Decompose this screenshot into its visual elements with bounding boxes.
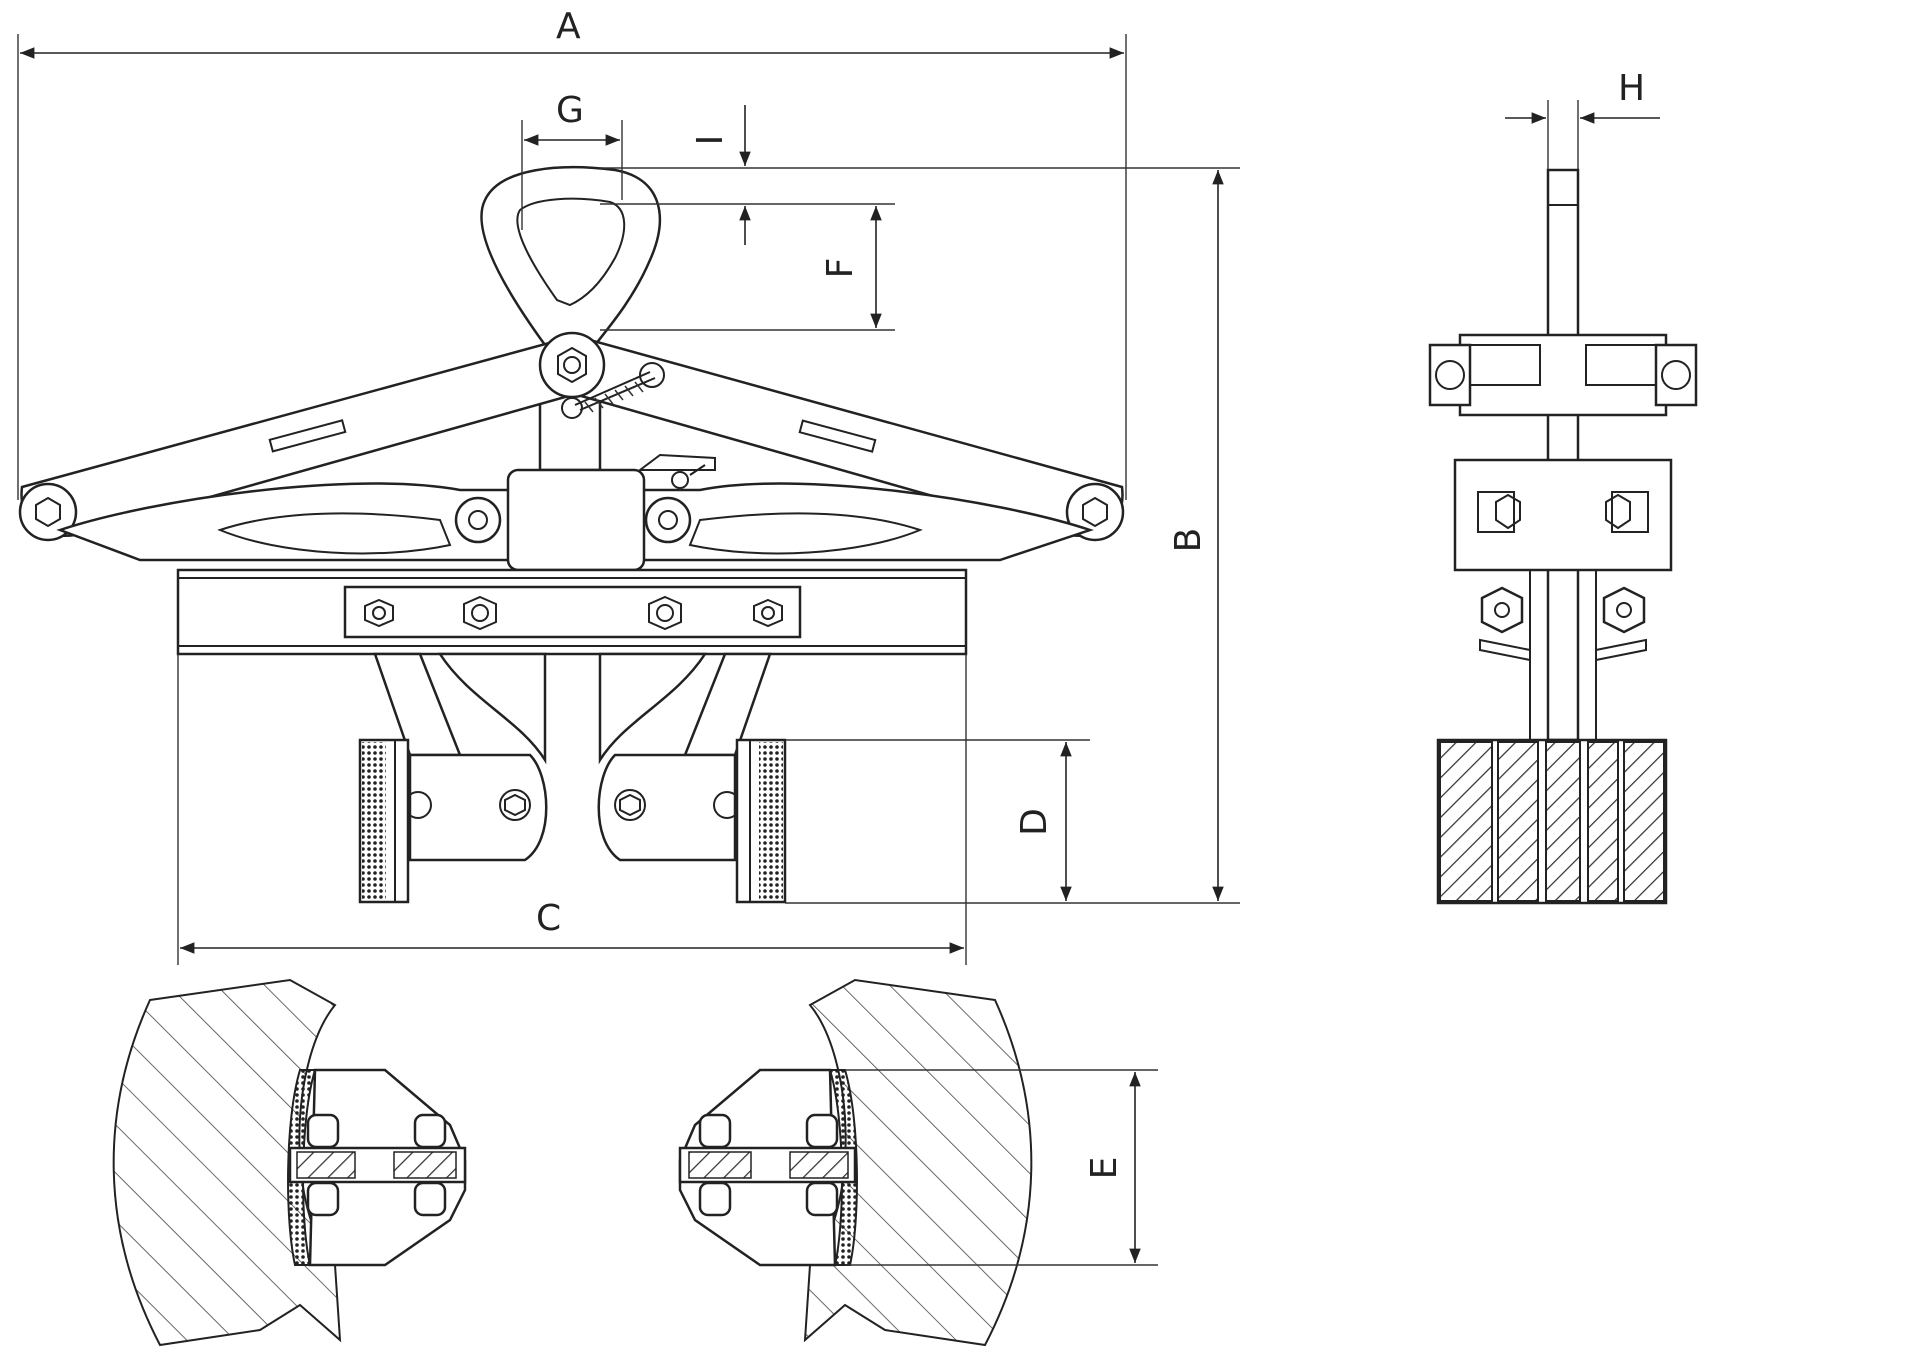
- side-view: H: [1428, 68, 1698, 905]
- lifting-shackle: [480, 166, 662, 347]
- label-f: F: [820, 258, 861, 279]
- front-view: A: [17, 6, 1240, 965]
- side-jaw-block: [1436, 738, 1668, 905]
- label-e: E: [1084, 1157, 1125, 1180]
- label-i: I: [690, 135, 731, 146]
- label-a: A: [556, 6, 581, 47]
- label-g: G: [556, 90, 584, 131]
- spring: [561, 362, 665, 419]
- label-c: C: [536, 898, 561, 939]
- section-right-body: [803, 978, 1033, 1347]
- label-h: H: [1618, 68, 1645, 109]
- section-left-body: [112, 978, 342, 1347]
- jaw-right: [597, 738, 787, 904]
- section-view: E: [112, 978, 1158, 1347]
- jaw-left: [358, 738, 548, 904]
- beam: [176, 568, 968, 656]
- label-d: D: [1014, 808, 1055, 836]
- label-b: B: [1168, 528, 1209, 553]
